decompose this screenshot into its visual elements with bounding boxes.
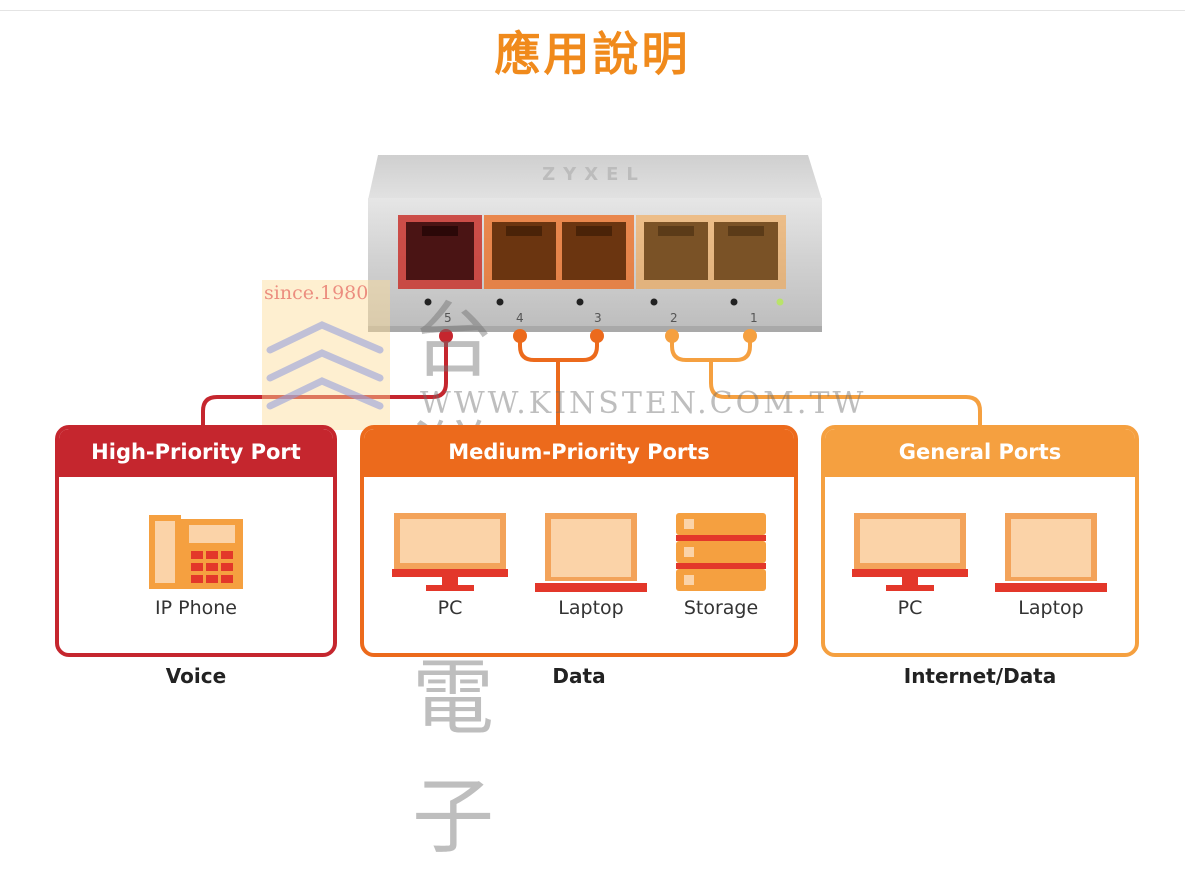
- switch-device: ZYXEL 5: [368, 155, 822, 332]
- internet-data-label: Internet/Data: [903, 664, 1057, 688]
- pc-monitor-icon-general: [852, 513, 968, 591]
- high-priority-group: High-Priority Port: [55, 425, 337, 657]
- power-led: [776, 298, 784, 306]
- port-1: [714, 222, 778, 280]
- connector-dot-4: [513, 329, 527, 343]
- port-number-4: 4: [516, 311, 524, 325]
- led-3: [576, 298, 584, 306]
- medium-priority-header: Medium-Priority Ports: [364, 429, 794, 477]
- led-1: [730, 298, 738, 306]
- port-2: [644, 222, 708, 280]
- port-number-1: 1: [750, 311, 758, 325]
- port-number-5: 5: [444, 311, 452, 325]
- page-title: 應用說明: [494, 27, 691, 81]
- storage-label: Storage: [683, 597, 759, 619]
- laptop-label-medium: Laptop: [558, 597, 624, 619]
- laptop-icon: [535, 513, 647, 592]
- pc-label-medium: PC: [437, 597, 463, 619]
- connector-high: [201, 334, 448, 429]
- connector-dot-2: [665, 329, 679, 343]
- connector-medium: [518, 334, 599, 429]
- pc-monitor-icon: [392, 513, 508, 591]
- port-number-3: 3: [594, 311, 602, 325]
- data-label: Data: [552, 664, 606, 688]
- top-divider: [0, 10, 1185, 11]
- led-5: [424, 298, 432, 306]
- high-priority-header: High-Priority Port: [59, 429, 333, 477]
- ip-phone-icon: [149, 515, 243, 589]
- connector-dot-1: [743, 329, 757, 343]
- port-4: [492, 222, 556, 280]
- diagram-canvas: ZYXEL 5: [201, 155, 982, 429]
- connector-dot-3: [590, 329, 604, 343]
- port-number-2: 2: [670, 311, 678, 325]
- laptop-label-general: Laptop: [1018, 597, 1084, 619]
- port-3: [562, 222, 626, 280]
- laptop-icon-general: [995, 513, 1107, 592]
- storage-icon: [676, 513, 766, 591]
- general-ports-header: General Ports: [825, 429, 1135, 477]
- led-4: [496, 298, 504, 306]
- voice-label: Voice: [165, 664, 227, 688]
- ip-phone-label: IP Phone: [155, 597, 237, 619]
- pc-label-general: PC: [897, 597, 923, 619]
- connector-dot-5: [439, 329, 453, 343]
- port-5: [406, 222, 474, 280]
- led-2: [650, 298, 658, 306]
- switch-brand: ZYXEL: [542, 164, 646, 185]
- connector-general: [670, 334, 982, 429]
